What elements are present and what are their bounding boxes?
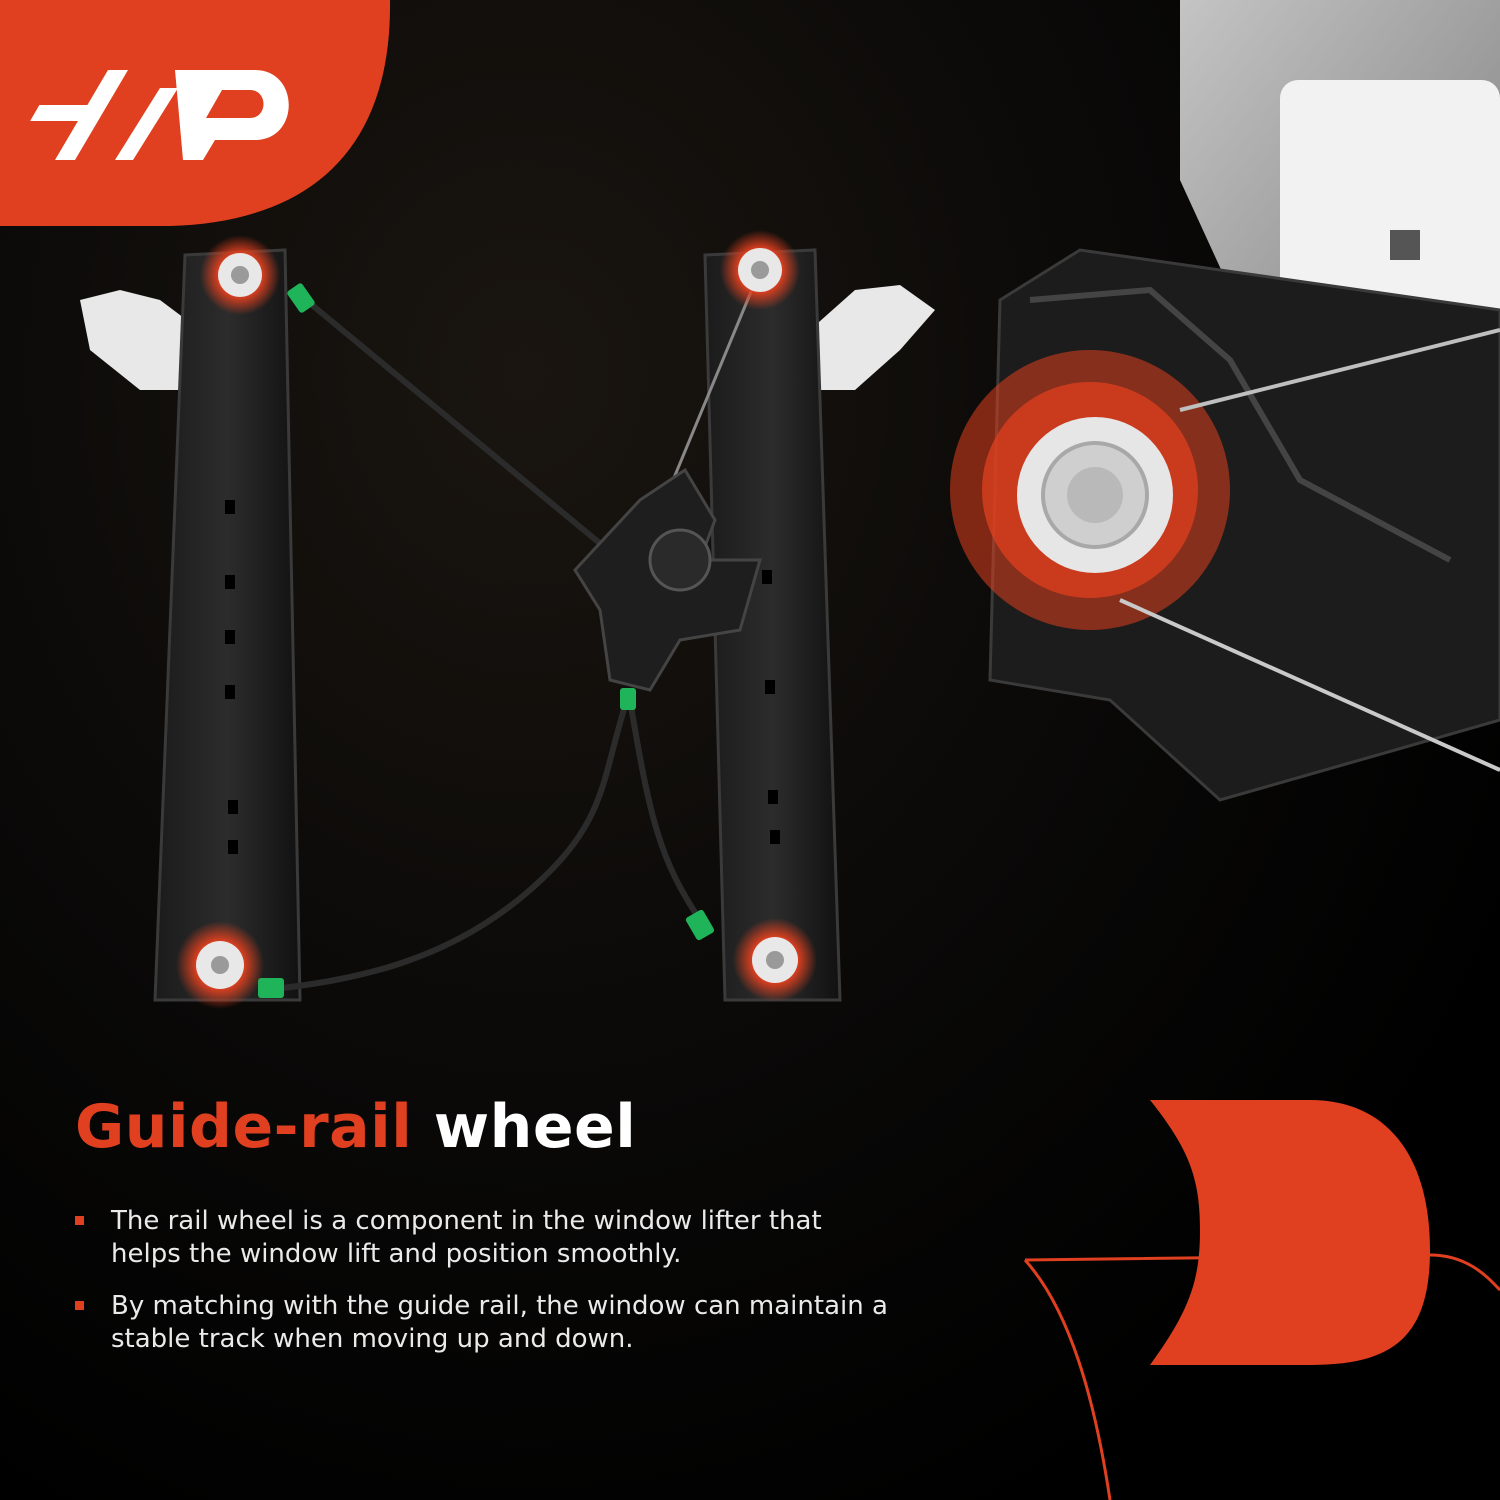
- feature-text: The rail wheel is a component in the win…: [111, 1206, 822, 1270]
- guide-rail-wheel-top-right: [720, 230, 800, 310]
- headline-rest: wheel: [433, 1092, 637, 1162]
- decorative-d-shape: [1023, 1100, 1500, 1500]
- feature-list: The rail wheel is a component in the win…: [75, 1205, 895, 1374]
- feature-item: The rail wheel is a component in the win…: [75, 1205, 895, 1272]
- guide-rail-wheel-top-left: [200, 235, 280, 315]
- feature-text: By matching with the guide rail, the win…: [111, 1290, 888, 1354]
- guide-rail-wheel-bottom-left: [176, 921, 264, 1009]
- bullet-square-icon: [75, 1300, 84, 1310]
- zoomed-wheel-detail: [950, 0, 1500, 802]
- window-regulator: [80, 230, 935, 1009]
- bullet-square-icon: [75, 1216, 84, 1225]
- guide-rail-wheel-bottom-right: [733, 918, 817, 1002]
- headline-accent: Guide-rail: [75, 1092, 413, 1162]
- page-title: Guide-rail wheel: [75, 1093, 636, 1162]
- feature-item: By matching with the guide rail, the win…: [75, 1290, 895, 1357]
- product-illustration: [80, 0, 1500, 1009]
- brand-logo-badge: [0, 0, 391, 226]
- a-premium-logo-icon: [30, 70, 289, 160]
